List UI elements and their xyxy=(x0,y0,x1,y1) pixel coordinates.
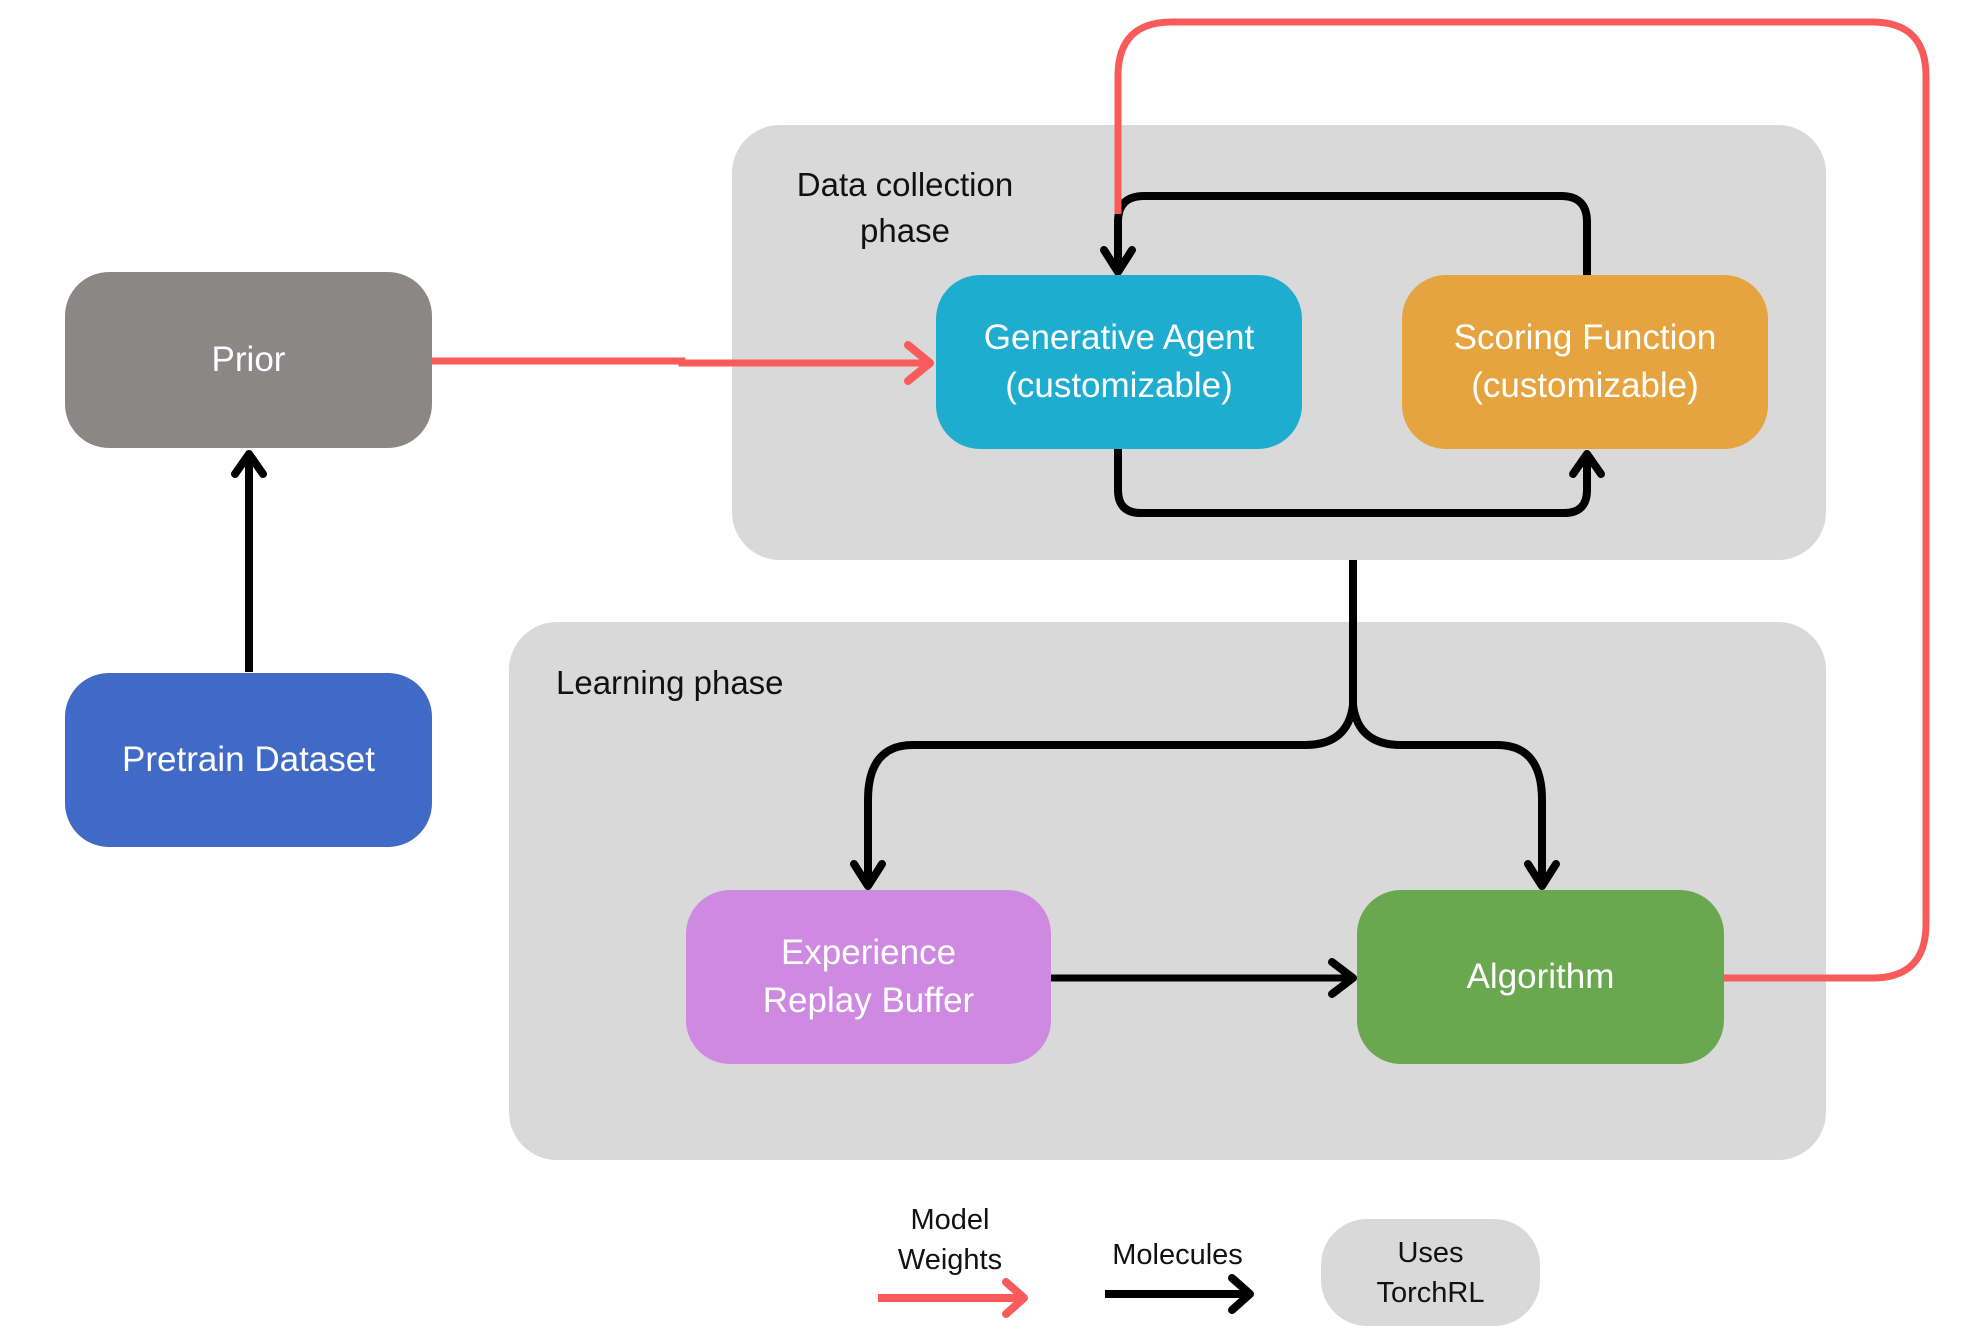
algorithm-node: Algorithm xyxy=(1357,890,1724,1064)
generative-agent-node: Generative Agent (customizable) xyxy=(936,275,1302,449)
legend-model-weights-label: Model Weights xyxy=(897,1204,1003,1276)
legend-uses-torchrl: Uses TorchRL xyxy=(1321,1219,1540,1326)
prior-node: Prior xyxy=(65,272,432,448)
legend-molecules-arrowhead xyxy=(1228,1274,1254,1314)
experience-replay-buffer-node: Experience Replay Buffer xyxy=(686,890,1051,1064)
data-collection-phase-title: Data collection phase xyxy=(796,166,1014,249)
arrowhead-prior xyxy=(231,450,267,478)
learning-phase-title: Learning phase xyxy=(556,664,784,701)
legend-model-weights-arrowhead xyxy=(1002,1278,1028,1318)
scoring-function-node: Scoring Function (customizable) xyxy=(1402,275,1768,449)
pretrain-dataset-node: Pretrain Dataset xyxy=(65,673,432,847)
legend-molecules-label: Molecules xyxy=(1112,1239,1243,1271)
